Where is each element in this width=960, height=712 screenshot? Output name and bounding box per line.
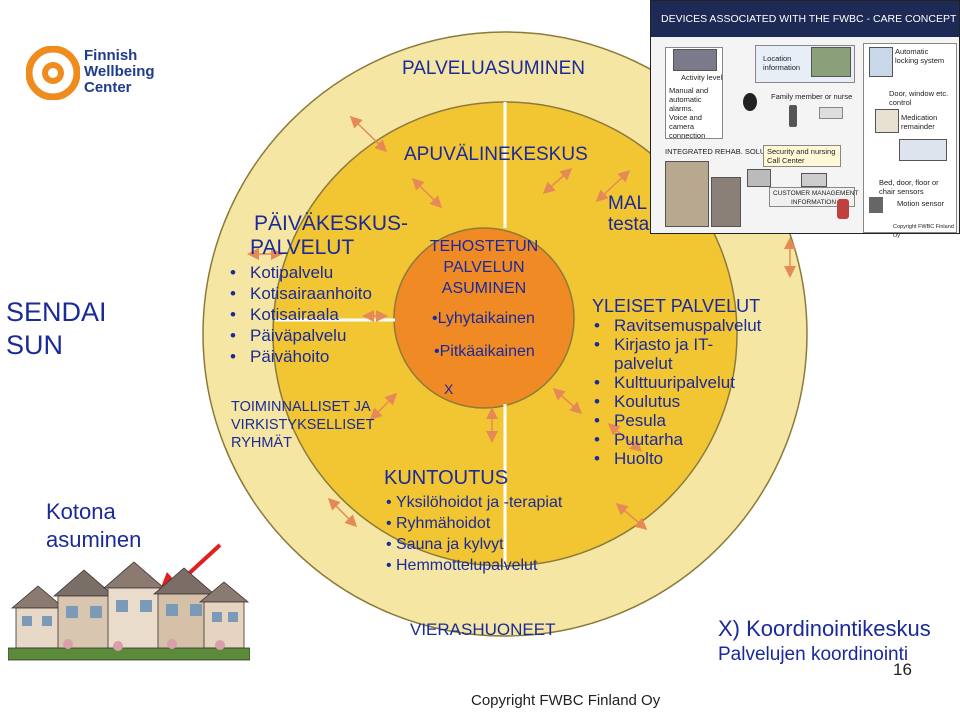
- list-item: Kotisairaanhoito: [228, 283, 428, 304]
- rehab-photo-1: [665, 161, 709, 227]
- list-item: Huolto: [592, 449, 812, 468]
- kotona-asuminen-label: Kotona asuminen: [46, 499, 142, 552]
- koordinointikeskus-label: X) Koordinointikeskus: [718, 616, 931, 641]
- list-item: Kotisairaala: [228, 304, 428, 325]
- screen-photo: [899, 139, 947, 161]
- integrated-rehab-label: INTEGRATED REHAB. SOLUTIONS: [665, 147, 789, 156]
- list-item: Koulutus: [592, 392, 812, 411]
- arrow-ne-inner: [542, 168, 573, 194]
- activity-photo: [673, 49, 717, 71]
- motion-sensor-label: Motion sensor: [897, 199, 945, 208]
- list-item: Puutarha: [592, 430, 812, 449]
- houses-illustration: [8, 561, 250, 661]
- list-item: Sauna ja kylvyt: [384, 534, 624, 555]
- bed-sensors-label: Bed, door, floor or chair sensors: [879, 178, 939, 196]
- sun-logo-icon: [26, 46, 80, 100]
- apuvalinekeskus-label: APUVÄLINEKESKUS: [404, 144, 588, 165]
- arrow-ne-outer: [595, 169, 631, 203]
- arrow-nw-inner: [411, 177, 443, 209]
- palvelujen-koordinointi-label: Palvelujen koordinointi: [718, 644, 909, 665]
- inner-circle-title: TEHOSTETUN PALVELUN ASUMINEN: [429, 238, 539, 297]
- yleiset-palvelut-block: YLEISET PALVELUT Ravitsemuspalvelut Kirj…: [592, 296, 812, 468]
- medication-label: Medication remainder: [901, 113, 938, 131]
- location-info-label: Location information: [763, 54, 801, 72]
- paivakeskus-block: PÄIVÄKESKUS- PALVELUT Kotipalvelu Kotisa…: [228, 212, 428, 367]
- person-icon: [837, 199, 849, 219]
- copyright-text: Copyright FWBC Finland Oy: [471, 692, 661, 709]
- list-item: Ryhmähoidot: [384, 513, 624, 534]
- arrow-sw-outer: [327, 497, 358, 528]
- arrow-nw-outer: [349, 115, 388, 153]
- vierashuoneet-label: VIERASHUONEET: [410, 620, 556, 639]
- kuntoutus-title: KUNTOUTUS: [384, 467, 509, 489]
- list-item: Hemmottelupalvelut: [384, 555, 624, 576]
- call-center-photo: [801, 173, 827, 187]
- paivakeskus-title-1: PÄIVÄKESKUS-: [254, 212, 409, 235]
- kuntoutus-block: KUNTOUTUS Yksilöhoidot ja -terapiat Ryhm…: [384, 466, 624, 576]
- page-number: 16: [893, 660, 912, 679]
- device-panel-header: DEVICES ASSOCIATED WITH THE FWBC - CARE …: [651, 1, 959, 37]
- list-item: Ravitsemuspalvelut: [592, 316, 812, 335]
- customer-mgmt-box: [769, 187, 855, 207]
- panel-copyright: Copyright FWBC Finland Oy: [893, 224, 954, 239]
- security-call-label: Security and nursing Call Center: [767, 147, 836, 165]
- activity-level-label: Activity level: [681, 73, 723, 82]
- arrow-sw-inner: [369, 392, 398, 421]
- customer-mgmt-label: CUSTOMER MANAGEMENT INFORMATION: [773, 190, 859, 206]
- yleiset-title: YLEISET PALVELUT: [592, 296, 761, 316]
- list-item: Yksilöhoidot ja -terapiat: [384, 492, 624, 513]
- arrow-se-inner: [552, 388, 583, 414]
- door-lock-photo: [869, 47, 893, 77]
- list-item-continuation: palvelut: [614, 354, 673, 373]
- yleiset-list: Ravitsemuspalvelut Kirjasto ja IT- palve…: [592, 316, 812, 468]
- door-window-label: Door, window etc. control: [889, 89, 949, 107]
- list-item: Kirjasto ja IT-: [592, 335, 812, 354]
- device-panel: DEVICES ASSOCIATED WITH THE FWBC - CARE …: [650, 0, 960, 239]
- computer-photo: [747, 169, 771, 187]
- family-member-label: Family member or nurse: [771, 92, 853, 101]
- paivakeskus-list: Kotipalvelu Kotisairaanhoito Kotisairaal…: [228, 262, 428, 367]
- list-item: Päivähoito: [228, 346, 428, 367]
- sensor-icon: [819, 107, 843, 119]
- lyhytaikainen-label: •Lyhytaikainen: [432, 310, 535, 327]
- manual-alarms-label: Manual and automatic alarms. Voice and c…: [669, 86, 709, 140]
- call-center-box: [763, 145, 841, 167]
- toiminnalliset-label: TOIMINNALLISET JA VIRKISTYKSELLISET RYHM…: [231, 399, 375, 451]
- paivakeskus-title-2: PALVELUT: [250, 236, 355, 259]
- pitkaaikainen-label: •Pitkäaikainen: [434, 343, 535, 360]
- fwbc-logo: Finnish Wellbeing Center: [26, 44, 196, 104]
- kuntoutus-list: Yksilöhoidot ja -terapiat Ryhmähoidot Sa…: [384, 492, 624, 576]
- x-marker-label: X: [444, 381, 454, 397]
- logo-text: Finnish Wellbeing Center: [84, 47, 155, 96]
- sendai-sun-label: SENDAI SUN: [6, 297, 107, 360]
- camera-icon: [743, 93, 757, 111]
- list-item: Kotipalvelu: [228, 262, 428, 283]
- medication-photo: [875, 109, 899, 133]
- auto-locking-label: Automatic locking system: [895, 47, 945, 65]
- list-item: Päiväpalvelu: [228, 325, 428, 346]
- phone-icon: [789, 105, 797, 127]
- list-item: Kulttuuripalvelut: [592, 373, 812, 392]
- rehab-photo-2: [711, 177, 741, 227]
- palveluasuminen-label: PALVELUASUMINEN: [402, 58, 586, 79]
- mal-label: MAL testa: [608, 193, 650, 235]
- map-photo: [811, 47, 851, 77]
- motion-sensor-icon: [869, 197, 883, 213]
- list-item: Pesula: [592, 411, 812, 430]
